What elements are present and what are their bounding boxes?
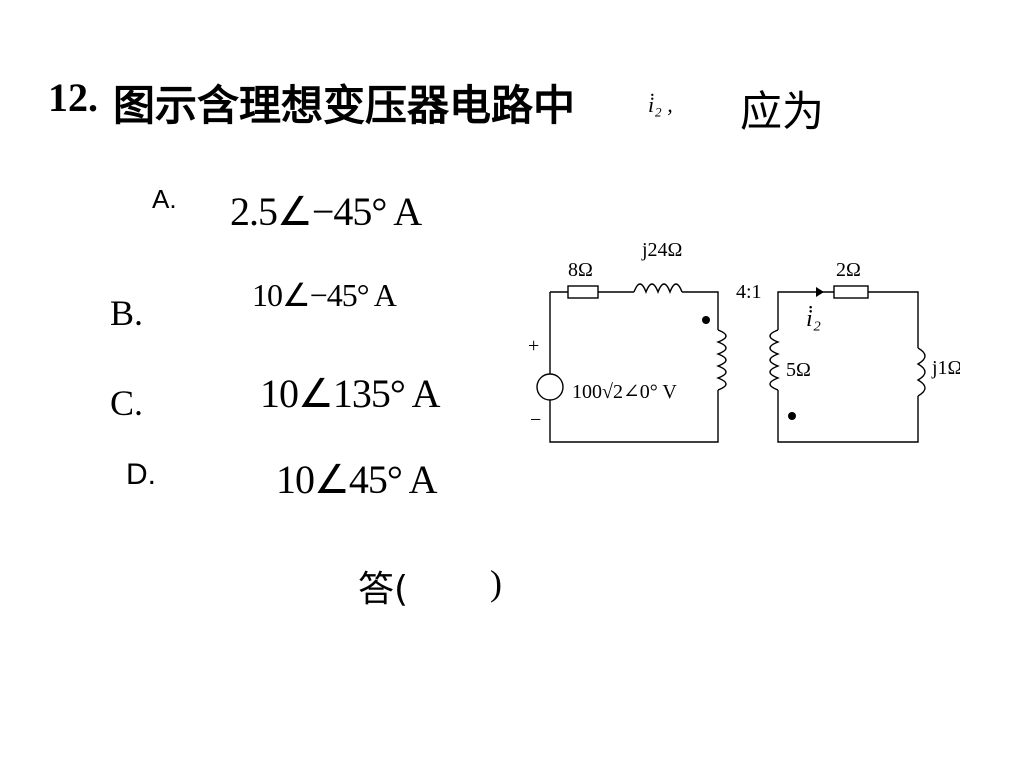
inductor-j1-coil	[916, 347, 926, 397]
label-minus: −	[530, 409, 541, 431]
resistor-2ohm	[833, 285, 869, 299]
question-suffix: 应为	[740, 87, 825, 136]
primary-left-wire	[549, 292, 719, 443]
option-d-label[interactable]: D.	[126, 458, 156, 491]
secondary-top-wire	[777, 291, 834, 330]
label-r1: 8Ω	[568, 259, 593, 281]
question-text: 图示含理想变压器电路中	[113, 81, 576, 130]
primary-top-wire-c	[682, 291, 719, 330]
option-a-label[interactable]: A.	[152, 184, 177, 214]
primary-winding	[716, 329, 727, 391]
voltage-source	[536, 373, 564, 401]
label-r2: 2Ω	[836, 259, 861, 281]
label-plus: +	[528, 335, 539, 357]
label-current: i̇₂	[806, 306, 821, 332]
option-c-label[interactable]: C.	[110, 383, 144, 423]
option-b-value: 10∠−45° A	[252, 277, 397, 313]
label-inductor2: j1Ω	[931, 357, 960, 379]
option-d-value: 10∠45° A	[276, 457, 438, 502]
label-source: 100√2∠0° V	[572, 381, 677, 403]
answer-label: 答(	[358, 569, 409, 610]
secondary-winding	[769, 329, 780, 391]
question-variable: i̇₂ ,	[648, 92, 673, 117]
option-b-label[interactable]: B.	[110, 293, 144, 333]
secondary-bottom-wire	[777, 390, 919, 443]
secondary-right-wire	[868, 291, 919, 348]
dot-primary	[702, 316, 710, 324]
label-ratio: 4:1	[736, 281, 762, 303]
label-r-load: 5Ω	[786, 359, 811, 381]
current-arrow-icon	[816, 287, 824, 297]
resistor-8ohm	[567, 285, 599, 299]
dot-secondary	[788, 412, 796, 420]
question-number: 12.	[48, 75, 98, 120]
transformer-circuit-diagram: 8Ω j24Ω 4:1 2Ω i̇₂ + − 100√2∠0° V 5Ω j1Ω	[528, 239, 960, 443]
answer-close-paren: )	[490, 563, 502, 603]
option-c-value: 10∠135° A	[260, 371, 441, 416]
inductor-j24-coil	[633, 283, 683, 294]
label-inductor1: j24Ω	[641, 239, 682, 261]
option-a-value: 2.5∠−45° A	[230, 189, 422, 234]
